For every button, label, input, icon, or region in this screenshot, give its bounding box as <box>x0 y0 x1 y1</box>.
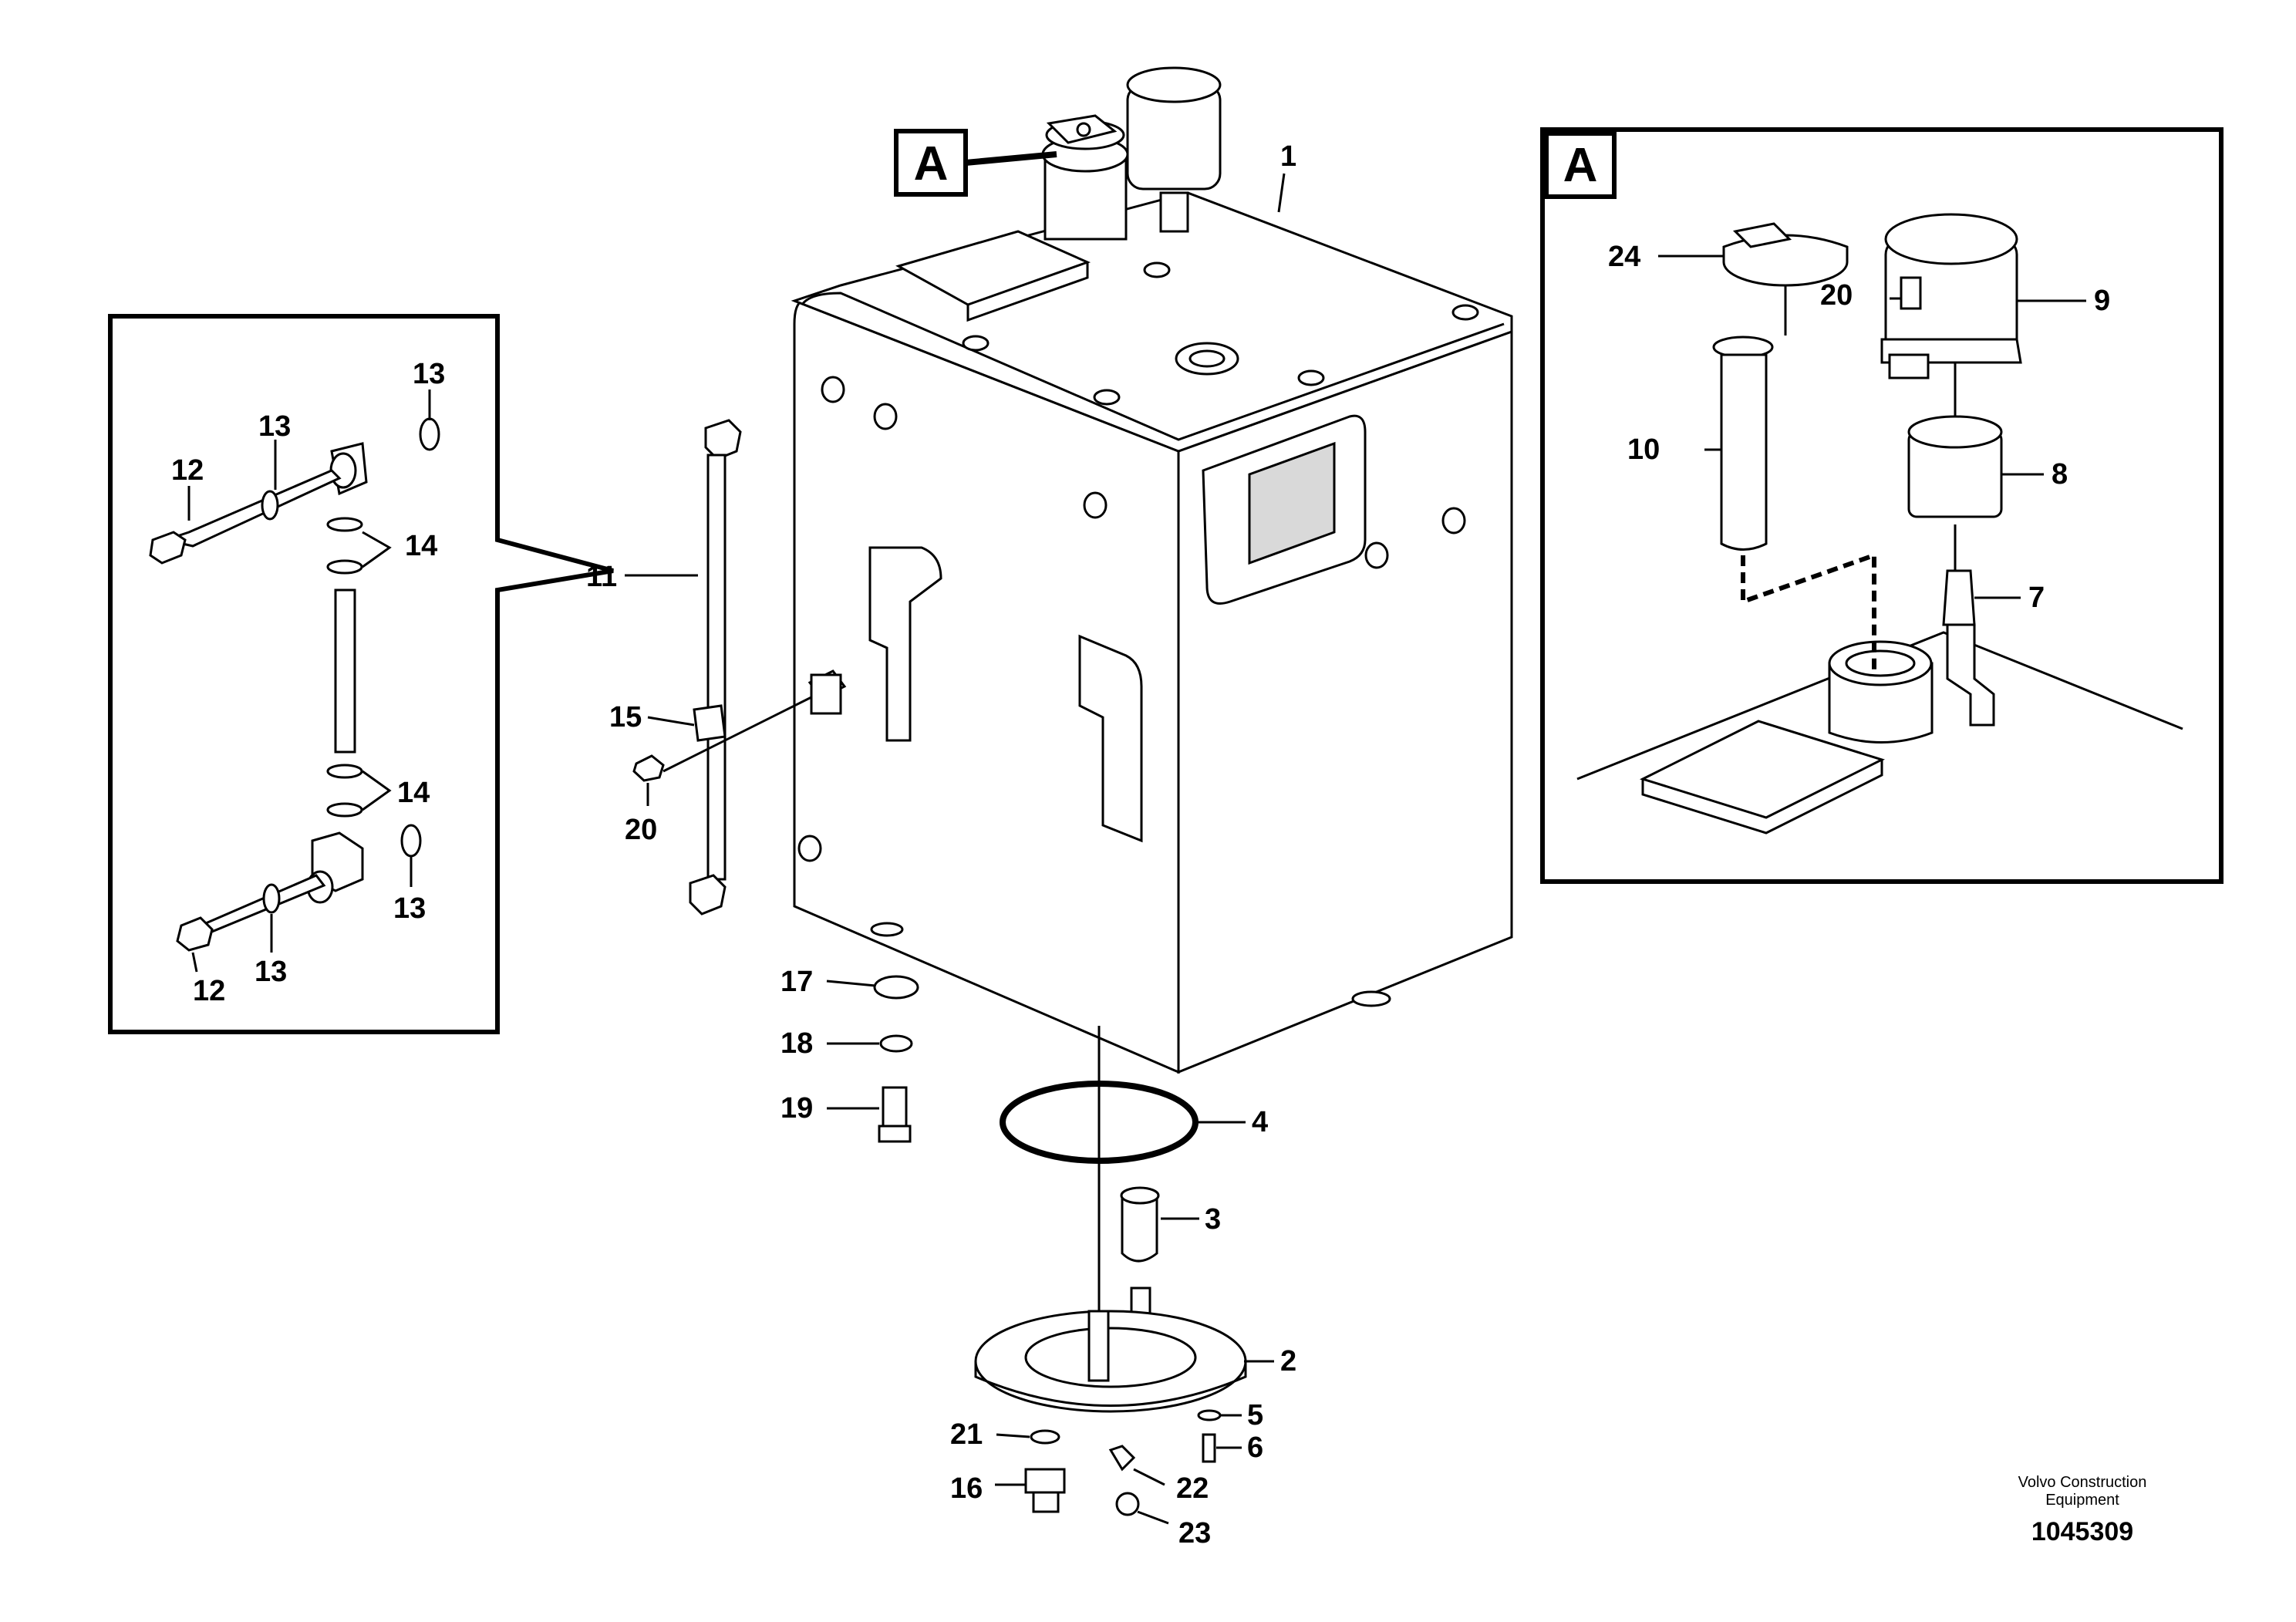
label-24: 24 <box>1608 241 1640 273</box>
label-9: 9 <box>2094 285 2110 317</box>
label-5: 5 <box>1247 1399 1263 1431</box>
label-12b: 12 <box>193 975 225 1007</box>
document-number: 1045309 <box>2031 1517 2133 1546</box>
level-gauge-link <box>625 419 842 916</box>
label-15: 15 <box>609 701 642 733</box>
label-17: 17 <box>781 966 813 998</box>
detail-view-a: A <box>1540 127 2224 884</box>
link-detail-view <box>108 314 614 1034</box>
label-21: 21 <box>950 1418 983 1451</box>
label-13b: 13 <box>258 410 291 443</box>
footer: Volvo Construction Equipment 1045309 <box>2018 1474 2147 1546</box>
label-16: 16 <box>950 1472 983 1505</box>
label-14a: 14 <box>405 530 437 562</box>
hydraulic-tank <box>791 66 1513 1074</box>
part-number-labels: 1 2 3 4 5 6 7 8 9 10 11 12 12 13 13 13 1… <box>171 140 2110 1549</box>
label-20b: 20 <box>1820 279 1853 312</box>
label-1: 1 <box>1280 140 1296 173</box>
label-13d: 13 <box>255 956 287 988</box>
label-14b: 14 <box>397 777 430 809</box>
label-13a: 13 <box>413 358 445 390</box>
label-18: 18 <box>781 1027 813 1060</box>
label-20a: 20 <box>625 814 657 846</box>
label-4: 4 <box>1252 1106 1268 1138</box>
label-13c: 13 <box>393 892 426 925</box>
label-19: 19 <box>781 1092 813 1125</box>
label-6: 6 <box>1247 1431 1263 1464</box>
bottom-parts <box>826 173 1286 1525</box>
label-23: 23 <box>1178 1517 1211 1549</box>
label-22: 22 <box>1176 1472 1209 1505</box>
label-3: 3 <box>1205 1203 1221 1236</box>
label-10: 10 <box>1627 433 1660 466</box>
manufacturer-line-2: Equipment <box>2045 1492 2119 1509</box>
label-7: 7 <box>2028 582 2045 614</box>
callout-a-main-letter: A <box>914 137 949 191</box>
callout-a-detail-letter: A <box>1563 139 1598 192</box>
label-12a: 12 <box>171 454 204 487</box>
label-8: 8 <box>2052 458 2068 491</box>
label-2: 2 <box>1280 1345 1296 1378</box>
label-11: 11 <box>586 561 617 593</box>
callout-a-main: A <box>894 129 1057 197</box>
manufacturer-line-1: Volvo Construction <box>2018 1474 2147 1491</box>
